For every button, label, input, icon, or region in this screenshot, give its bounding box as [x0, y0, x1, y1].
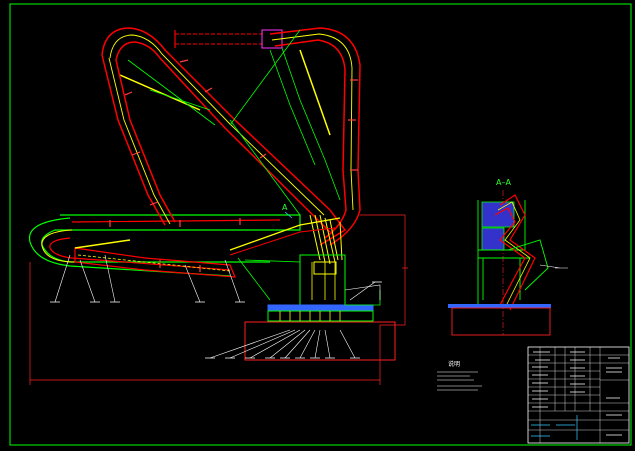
- section-pipe-outer: [494, 194, 536, 311]
- leader-tick-marks: [50, 281, 382, 359]
- lower-pipe-segment: [74, 247, 236, 278]
- leader-lines: [54, 254, 376, 359]
- boom-section-2-outer: [269, 27, 361, 246]
- boom-section-2-inner: [274, 39, 347, 239]
- boom-main-diagonal: [229, 29, 301, 126]
- concrete-base: [244, 321, 396, 361]
- section-leader: [539, 264, 568, 269]
- boom-section-left-leg-centre: [108, 57, 171, 225]
- section-pipe-centre: [497, 201, 531, 309]
- section-column: [477, 200, 530, 305]
- dimension-vertical: [360, 214, 406, 326]
- boom-section-1-outer: [101, 27, 347, 246]
- support-frame-2: [344, 284, 381, 300]
- section-hatch-upper: [481, 201, 515, 228]
- boom-section-2-diagonal: [269, 47, 341, 201]
- section-base-block: [451, 307, 551, 336]
- upper-pipe-dashed: [175, 33, 265, 45]
- pivot-link: [229, 217, 341, 251]
- hydraulic-cylinder-3: [299, 49, 331, 136]
- support-frame: [237, 257, 381, 306]
- pivot-cluster: [309, 214, 343, 265]
- boom-assembly-view[interactable]: A: [28, 27, 409, 385]
- title-block-grid: [528, 347, 629, 443]
- dimension-horizontal: [29, 262, 381, 385]
- section-pipe-green: [507, 239, 549, 291]
- turret-top: [313, 261, 337, 275]
- title-block-cyan-cells: [531, 415, 578, 440]
- title-block[interactable]: [527, 346, 630, 444]
- section-base-plate: [448, 304, 551, 308]
- lower-arm-hook: [28, 217, 231, 277]
- boom-section-left-leg: [101, 54, 176, 226]
- drawing-frame: [9, 3, 632, 446]
- notes-title: 说明: [448, 360, 460, 368]
- technical-notes: 说明: [437, 360, 482, 391]
- boom-guide-lines: [127, 59, 301, 216]
- section-callout-arrow: [284, 211, 293, 219]
- base-flange: [267, 310, 374, 322]
- section-callout-a: A: [282, 203, 288, 212]
- notes-body: [437, 371, 482, 391]
- hydraulic-cylinder-1: [74, 239, 131, 249]
- boom-section-2-centre: [271, 33, 354, 211]
- boom-section-1-inner: [115, 41, 331, 233]
- lower-pipe-centre: [77, 254, 231, 272]
- pivot-link-red: [229, 227, 336, 256]
- weld-marks: [109, 59, 358, 272]
- title-block-marks: [532, 351, 622, 436]
- base-bolts: [279, 311, 341, 321]
- section-view-a-a[interactable]: A–A: [448, 178, 568, 336]
- turret-inner: [311, 262, 336, 300]
- lower-arm-red: [49, 219, 281, 271]
- lower-arm-yellow: [41, 229, 76, 263]
- section-view-title: A–A: [496, 178, 511, 187]
- boom-section-1-centre: [109, 34, 325, 216]
- base-plate: [267, 304, 374, 312]
